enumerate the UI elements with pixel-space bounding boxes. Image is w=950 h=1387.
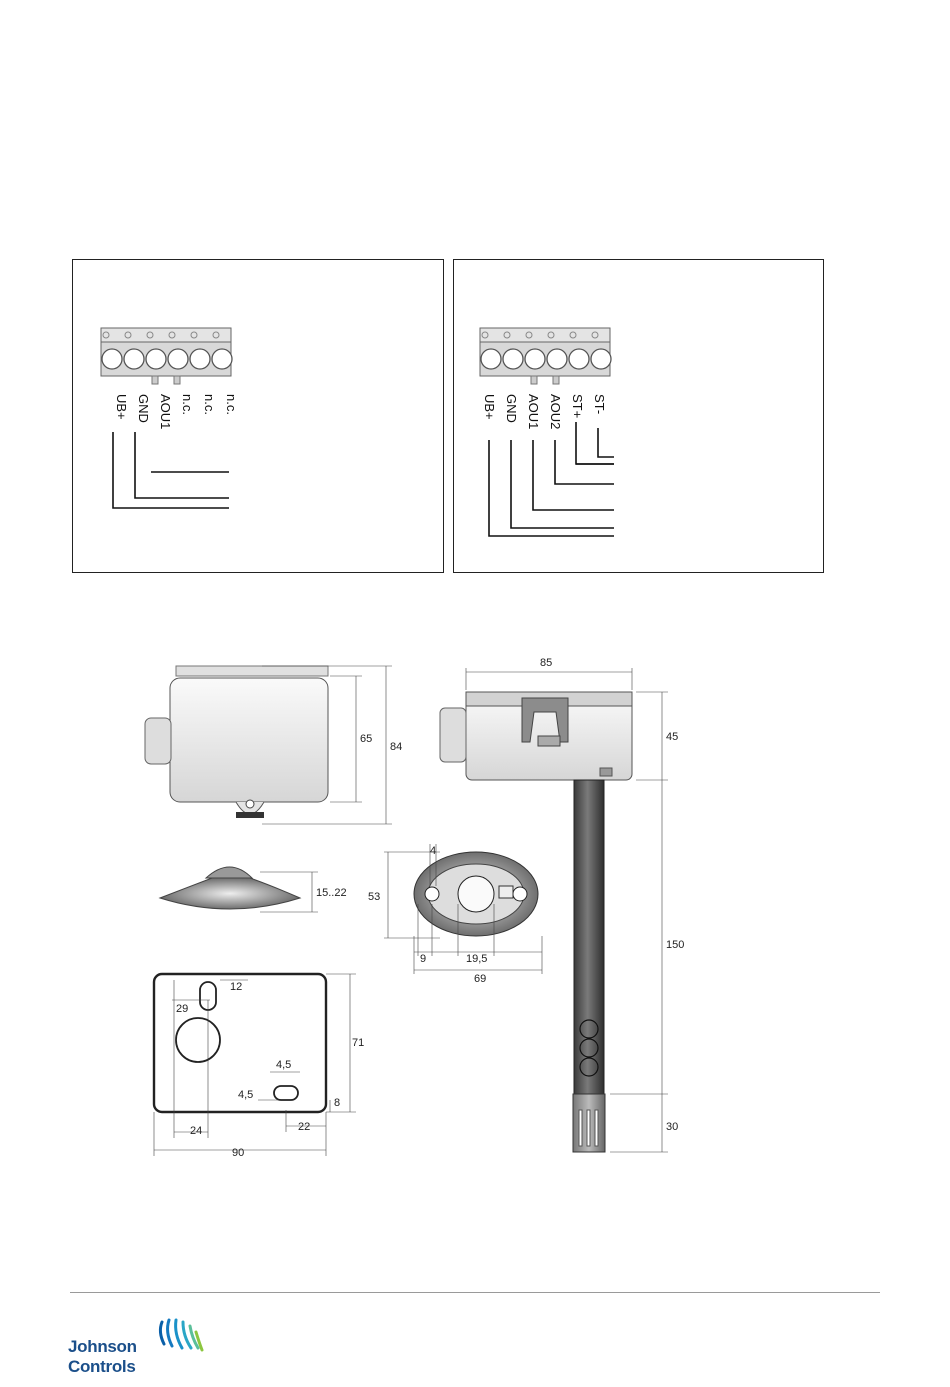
logo-swirl-icon <box>152 1316 208 1368</box>
pin-labels: UB+ GND AOU1 AOU2 ST+ ST- <box>482 394 607 429</box>
housing-top-view: 65 84 <box>145 666 402 824</box>
dim-90: 90 <box>232 1147 244 1159</box>
johnson-controls-logo: Johnson Controls <box>68 1316 208 1378</box>
flange-top-view: 4 53 9 19,5 69 <box>368 844 542 985</box>
dim-29: 29 <box>176 1003 188 1015</box>
terminal-block <box>101 328 232 384</box>
pin-labels: UB+ GND AOU1 n.c. n.c. n.c. <box>114 394 239 429</box>
dim-22: 22 <box>298 1121 310 1133</box>
terminal-block <box>480 328 611 384</box>
wiring-diagram-right: UB+ GND AOU1 AOU2 ST+ ST- <box>454 260 823 572</box>
wires <box>489 422 614 536</box>
pin-label-2: GND <box>136 394 151 423</box>
wiring-panel-passive: UB+ GND AOU1 n.c. n.c. n.c. <box>72 259 444 573</box>
dim-85: 85 <box>540 657 552 669</box>
footer-divider <box>70 1292 880 1293</box>
housing-base-view: 12 29 71 4,5 4,5 8 24 22 90 <box>154 974 364 1159</box>
wiring-diagram-left: UB+ GND AOU1 n.c. n.c. n.c. <box>73 260 443 572</box>
flange-side-view: 15..22 <box>160 867 347 912</box>
logo-text-line1: Johnson <box>68 1338 137 1356</box>
dim-8: 8 <box>334 1097 340 1109</box>
dim-150: 150 <box>666 939 684 951</box>
dim-4-5-left: 4,5 <box>238 1089 253 1101</box>
pin-label-3: AOU1 <box>158 394 173 429</box>
pin-label-5: ST+ <box>570 394 585 418</box>
dim-65: 65 <box>360 733 372 745</box>
pin-label-3: AOU1 <box>526 394 541 429</box>
dim-24: 24 <box>190 1125 202 1137</box>
pin-label-6: n.c. <box>224 394 239 415</box>
pin-label-5: n.c. <box>202 394 217 415</box>
dim-19-5: 19,5 <box>466 953 487 965</box>
dimensional-drawings: 65 84 15..22 12 29 71 4,5 4 <box>0 640 950 1200</box>
dim-9: 9 <box>420 953 426 965</box>
dim-4: 4 <box>430 845 436 857</box>
pin-label-1: UB+ <box>114 394 129 420</box>
wiring-panel-active: UB+ GND AOU1 AOU2 ST+ ST- <box>453 259 824 573</box>
pin-label-4: n.c. <box>180 394 195 415</box>
dim-12: 12 <box>230 981 242 993</box>
logo-text-line2: Controls <box>68 1358 135 1376</box>
dim-84: 84 <box>390 741 402 753</box>
dim-53: 53 <box>368 891 380 903</box>
dim-15-22: 15..22 <box>316 887 347 899</box>
pin-label-4: AOU2 <box>548 394 563 429</box>
dim-45: 45 <box>666 731 678 743</box>
pin-label-2: GND <box>504 394 519 423</box>
wires <box>113 432 229 508</box>
pin-label-1: UB+ <box>482 394 497 420</box>
dim-71: 71 <box>352 1037 364 1049</box>
dim-4-5-top: 4,5 <box>276 1059 291 1071</box>
pin-label-6: ST- <box>592 394 607 414</box>
dim-69: 69 <box>474 973 486 985</box>
dim-30: 30 <box>666 1121 678 1133</box>
